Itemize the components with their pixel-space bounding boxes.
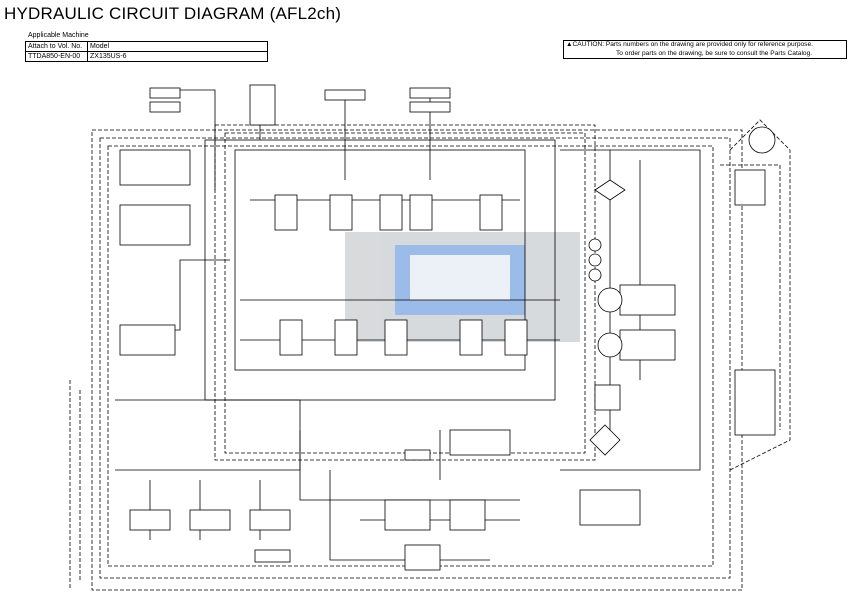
caution-line-2: To order parts on the drawing, be sure t… — [616, 49, 813, 57]
caution-line-1: CAUTION: Parts numbers on the drawing ar… — [572, 41, 813, 48]
cylinder-symbols — [149, 87, 451, 563]
caution-box: ▲CAUTION: Parts numbers on the drawing a… — [563, 40, 847, 59]
control-valve-spools — [119, 84, 776, 571]
table-row: TTDA850-EN-00 ZX135US-6 — [25, 51, 268, 62]
applicable-machine-label: Applicable Machine — [28, 32, 89, 39]
watermark-logo — [345, 232, 580, 342]
pump-motor-symbols — [588, 126, 776, 456]
cell-model: ZX135US-6 — [87, 51, 268, 62]
page-title: HYDRAULIC CIRCUIT DIAGRAM (AFL2ch) — [4, 4, 342, 23]
warning-triangle-icon: ▲ — [566, 41, 573, 48]
applicable-machine-table: Attach to Vol. No. Model TTDA850-EN-00 Z… — [25, 41, 268, 62]
